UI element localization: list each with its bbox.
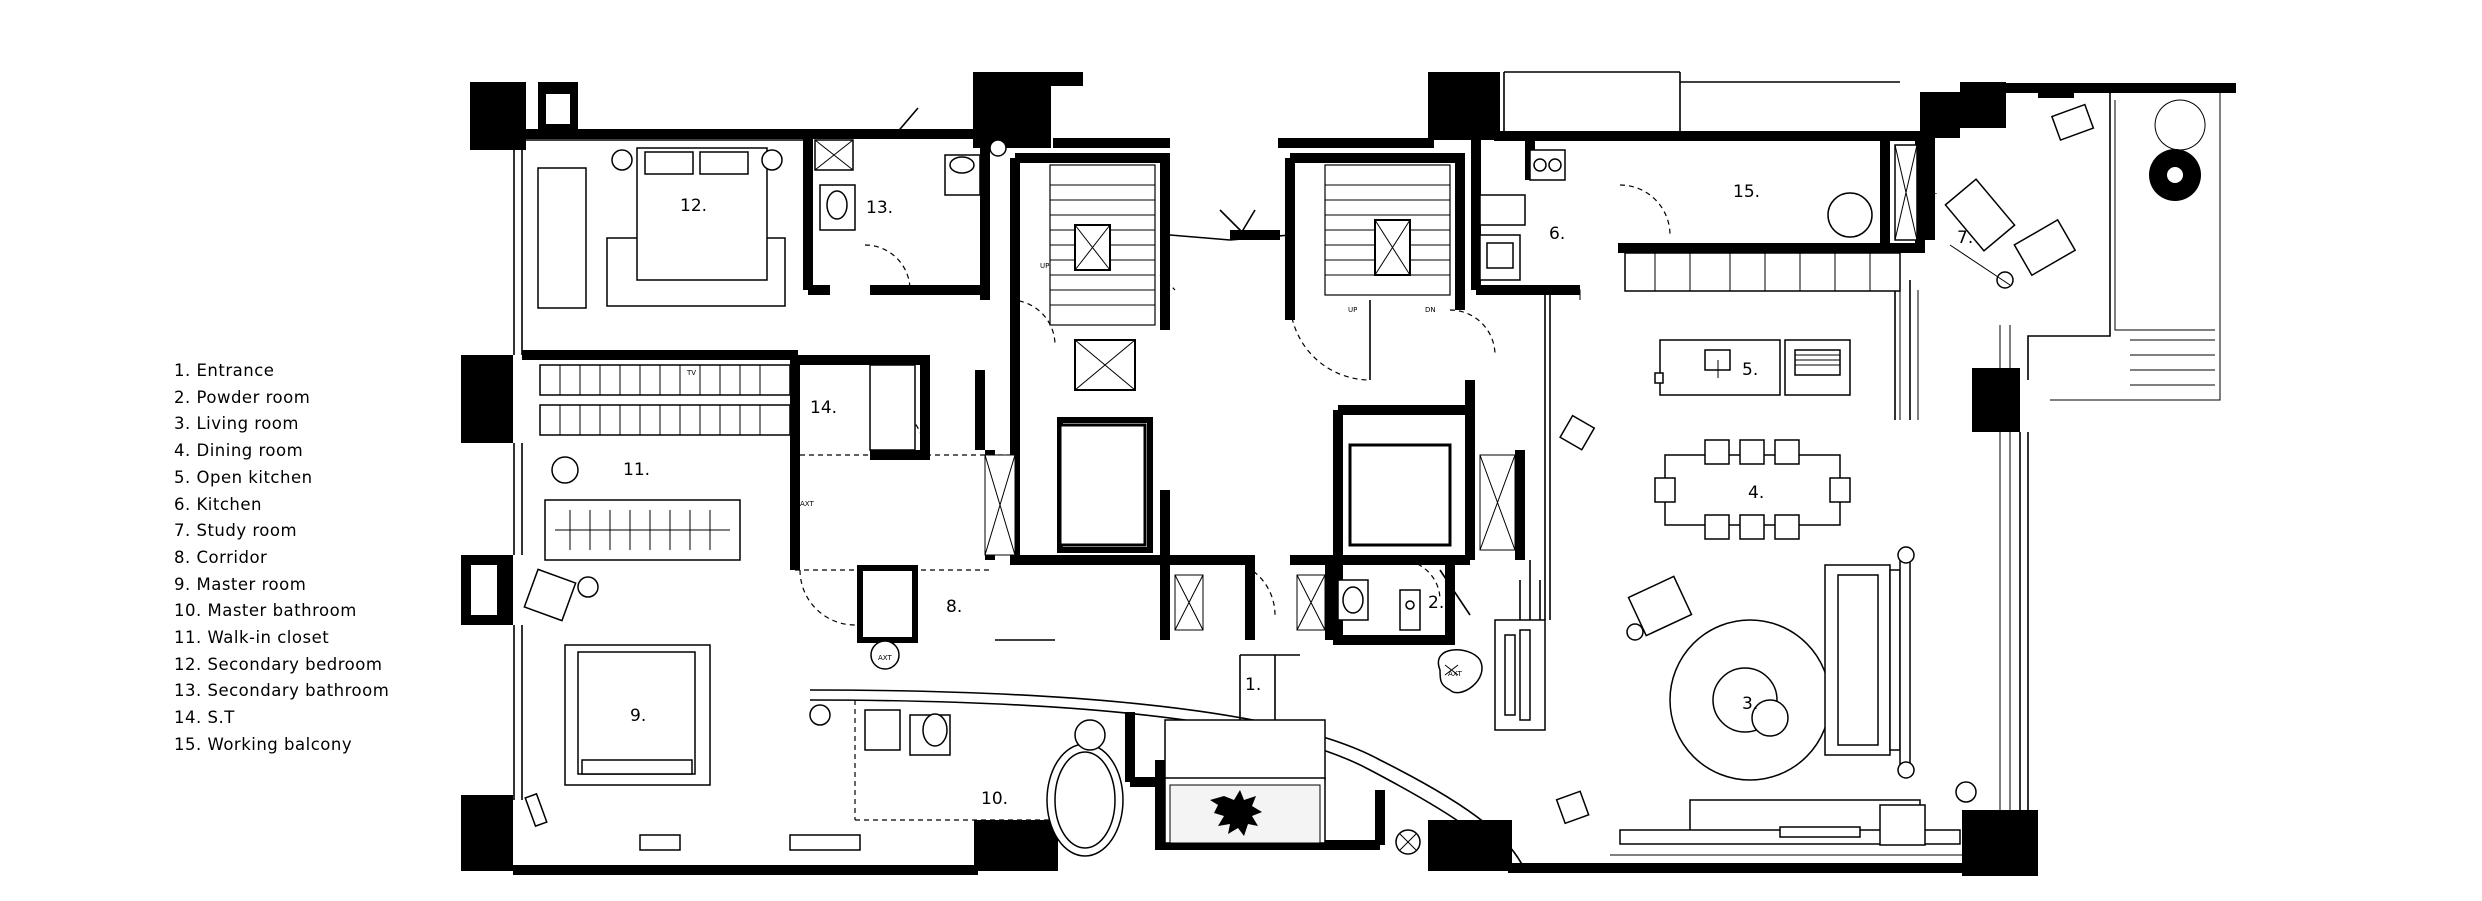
- elevators: [984, 423, 1516, 631]
- legend-item: 13. Secondary bathroom: [174, 681, 390, 701]
- stair-up-tag: UP: [1040, 262, 1049, 270]
- room-label-11: 11.: [623, 460, 650, 480]
- working-balcony-15-furniture: [1624, 144, 1918, 292]
- axt-tag: AXT: [800, 500, 814, 508]
- master-room-9-furniture: [523, 568, 861, 851]
- legend-item: 6. Kitchen: [174, 494, 262, 514]
- room-label-9: 9.: [630, 706, 646, 726]
- closet-11-furniture: [539, 364, 916, 561]
- room-label-3: 3.: [1742, 694, 1758, 714]
- entrance-1-furniture: [995, 619, 1546, 731]
- room-label-6: 6.: [1549, 224, 1565, 244]
- stair-down-tag: DN: [1425, 306, 1436, 314]
- room-label-10: 10.: [981, 789, 1008, 809]
- legend-item: 1. Entrance: [174, 361, 275, 380]
- legend-item: 2. Powder room: [174, 387, 311, 407]
- legend-item: 15. Working balcony: [174, 734, 353, 754]
- legend-item: 10. Master bathroom: [174, 601, 357, 621]
- partitions: [522, 71, 2221, 871]
- living-room-3-furniture: [1555, 414, 1977, 846]
- stair-up-tag: UP: [1348, 306, 1357, 314]
- study-room-7-furniture: [1899, 99, 2206, 420]
- legend-item: 4. Dining room: [174, 441, 304, 461]
- dining-room-4-furniture: [1654, 439, 1851, 540]
- room-label-8: 8.: [946, 597, 962, 617]
- legend-item: 9. Master room: [174, 574, 307, 594]
- room-label-14: 14.: [810, 398, 837, 418]
- bedroom-12-furniture: [537, 147, 786, 309]
- kitchen-6-furniture: [1479, 149, 1566, 281]
- legend-item: 7. Study room: [174, 521, 298, 541]
- room-label-5: 5.: [1742, 360, 1758, 380]
- room-label-7: 7.: [1957, 228, 1973, 248]
- room-label-1: 1.: [1245, 675, 1261, 695]
- room-label-13: 13.: [866, 198, 893, 218]
- axt-tag: AXT: [1923, 192, 1937, 200]
- open-kitchen-5-furniture: [1654, 339, 1851, 396]
- axt-tag: AXT: [1448, 670, 1462, 678]
- exterior-walls: [513, 83, 2236, 875]
- annotation-tags: UP UP DN AXT AXT AXT AXT TV: [686, 192, 1937, 678]
- secondary-bathroom-13-fixtures: [814, 139, 1007, 231]
- legend-item: 14. S.T: [174, 708, 235, 728]
- legend-item: 8. Corridor: [174, 547, 268, 567]
- powder-room-2-fixtures: [1337, 569, 1471, 631]
- room-legend: 1. Entrance 2. Powder room 3. Living roo…: [174, 358, 389, 759]
- stair-right: [1324, 164, 1451, 296]
- legend-item: 5. Open kitchen: [174, 467, 313, 487]
- legend-item: 3. Living room: [174, 414, 299, 434]
- room-label-12: 12.: [680, 196, 707, 216]
- room-label-4: 4.: [1748, 483, 1764, 503]
- legend-item: 11. Walk-in closet: [174, 628, 330, 648]
- room-label-2: 2.: [1428, 593, 1444, 613]
- legend-item: 12. Secondary bedroom: [174, 654, 383, 674]
- tv-tag: TV: [686, 369, 696, 377]
- room-labels: 1. 2. 3. 4. 5. 6. 7. 8. 9. 10. 11. 12. 1…: [623, 182, 1973, 809]
- master-bathroom-10-fixtures: [809, 640, 1421, 857]
- axt-tag: AXT: [878, 654, 892, 662]
- doors: [799, 107, 1671, 626]
- stair-left: [1049, 164, 1156, 391]
- room-label-15: 15.: [1733, 182, 1760, 202]
